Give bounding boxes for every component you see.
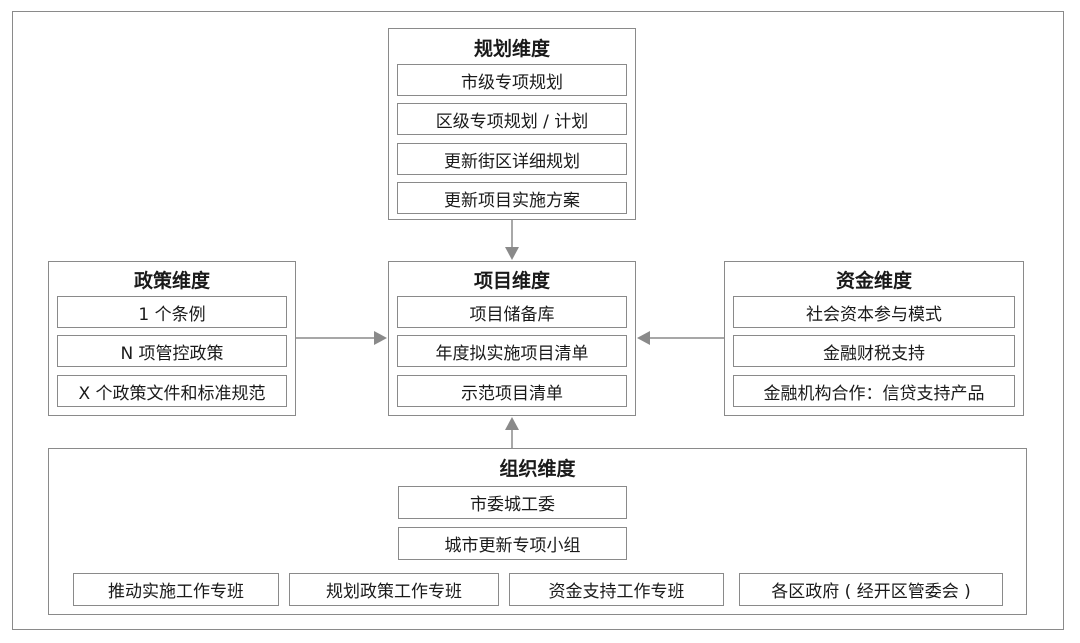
organization-dimension-title: 组织维度 — [499, 458, 576, 480]
working-team: 推动实施工作专班 — [73, 573, 279, 606]
organization-to-project-arrowhead — [505, 417, 519, 430]
planning-dimension-title: 规划维度 — [473, 38, 550, 60]
policy-dimension-title: 政策维度 — [133, 270, 210, 292]
policy-item: 1 个条例 — [57, 296, 287, 328]
project-item: 项目储备库 — [397, 296, 627, 328]
planning-dimension-box: 规划维度 市级专项规划 区级专项规划 / 计划 更新街区详细规划 更新项目实施方… — [388, 28, 636, 220]
diagram-frame — [12, 11, 1064, 630]
planning-item: 更新街区详细规划 — [397, 143, 627, 175]
working-team: 各区政府 ( 经开区管委会 ) — [739, 573, 1003, 606]
policy-to-project-arrowhead — [374, 331, 387, 345]
project-dimension-title: 项目维度 — [473, 270, 550, 292]
project-item: 年度拟实施项目清单 — [397, 335, 627, 367]
funding-item: 金融财税支持 — [733, 335, 1015, 367]
organization-item: 市委城工委 — [398, 486, 627, 519]
planning-to-project-arrowhead — [505, 247, 519, 260]
policy-item: X 个政策文件和标准规范 — [57, 375, 287, 407]
planning-item: 市级专项规划 — [397, 64, 627, 96]
funding-dimension-box: 资金维度 社会资本参与模式 金融财税支持 金融机构合作：信贷支持产品 — [724, 261, 1024, 416]
funding-dimension-title: 资金维度 — [835, 270, 912, 292]
project-item: 示范项目清单 — [397, 375, 627, 407]
funding-item: 社会资本参与模式 — [733, 296, 1015, 328]
planning-item: 区级专项规划 / 计划 — [397, 103, 627, 135]
funding-item: 金融机构合作：信贷支持产品 — [733, 375, 1015, 407]
organization-item: 城市更新专项小组 — [398, 527, 627, 560]
working-team: 规划政策工作专班 — [289, 573, 499, 606]
organization-dimension-box: 组织维度 市委城工委 城市更新专项小组 推动实施工作专班 规划政策工作专班 资金… — [48, 448, 1027, 615]
policy-item: N 项管控政策 — [57, 335, 287, 367]
project-dimension-box: 项目维度 项目储备库 年度拟实施项目清单 示范项目清单 — [388, 261, 636, 416]
funding-to-project-arrowhead — [637, 331, 650, 345]
working-team: 资金支持工作专班 — [509, 573, 724, 606]
policy-dimension-box: 政策维度 1 个条例 N 项管控政策 X 个政策文件和标准规范 — [48, 261, 296, 416]
planning-item: 更新项目实施方案 — [397, 182, 627, 214]
